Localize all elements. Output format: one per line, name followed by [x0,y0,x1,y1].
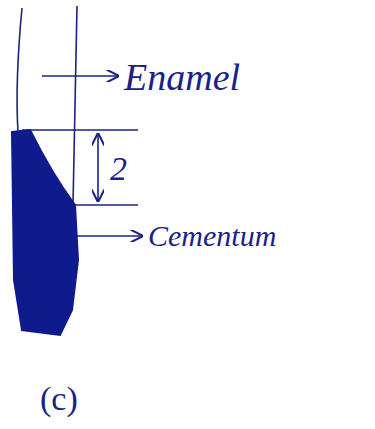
part-label: Cementum [148,221,276,251]
figure-caption: (c) [40,382,78,416]
enamel-outline [73,6,77,205]
dimension-arrow [97,134,99,201]
leader-arrow [76,235,142,237]
leader-arrow [42,75,118,77]
extension-line [75,204,138,206]
extension-line [22,129,138,131]
enamel-outline [17,8,22,132]
part-label: Enamel [124,58,240,96]
dimension-value: 2 [110,152,127,186]
cementum-shape [12,130,78,335]
